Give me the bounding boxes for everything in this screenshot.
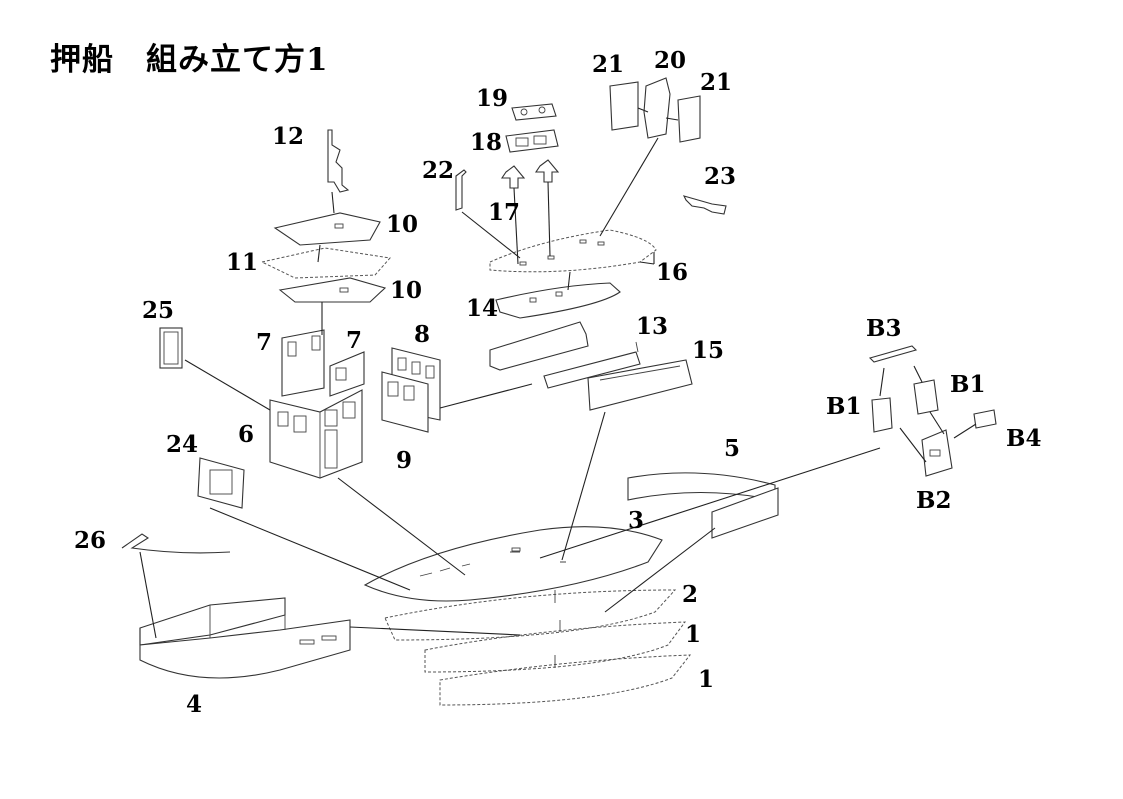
part-3-main-deck bbox=[363, 526, 663, 603]
label-7-right: 7 bbox=[346, 327, 362, 354]
label-1-upper: 1 bbox=[685, 621, 701, 648]
part-26-rail bbox=[121, 533, 231, 554]
part-17 bbox=[500, 159, 560, 189]
part-2 bbox=[384, 589, 677, 668]
part-20 bbox=[643, 77, 671, 139]
part-1-lower bbox=[439, 654, 692, 706]
part-12-mast bbox=[327, 129, 350, 193]
part-13 bbox=[543, 341, 641, 389]
label-20: 20 bbox=[654, 47, 686, 74]
label-3: 3 bbox=[628, 507, 644, 534]
label-9: 9 bbox=[396, 447, 412, 474]
label-b4: B4 bbox=[1006, 425, 1041, 452]
part-22 bbox=[455, 169, 467, 211]
label-1-lower: 1 bbox=[698, 666, 714, 693]
label-17: 17 bbox=[488, 199, 520, 226]
label-14: 14 bbox=[466, 295, 498, 322]
label-21-right: 21 bbox=[700, 69, 732, 96]
label-11: 11 bbox=[226, 249, 258, 276]
label-21-left: 21 bbox=[592, 51, 624, 78]
part-21-left bbox=[609, 81, 639, 131]
label-b1-left: B1 bbox=[826, 393, 861, 420]
label-b1-right: B1 bbox=[950, 371, 985, 398]
label-8: 8 bbox=[414, 321, 430, 348]
label-5: 5 bbox=[724, 435, 740, 462]
part-23 bbox=[682, 195, 727, 215]
label-25: 25 bbox=[142, 297, 174, 324]
label-12: 12 bbox=[272, 123, 304, 150]
label-6: 6 bbox=[238, 421, 254, 448]
part-7-left bbox=[281, 329, 325, 397]
part-14 bbox=[495, 282, 621, 319]
part-10-upper bbox=[273, 212, 381, 246]
part-14-side bbox=[489, 321, 589, 371]
part-24 bbox=[197, 457, 245, 509]
label-4: 4 bbox=[186, 691, 202, 718]
part-6-deckhouse bbox=[269, 389, 363, 479]
page-title: 押船 組み立て方1 bbox=[50, 42, 329, 78]
part-21-right bbox=[677, 95, 701, 143]
part-5-stern-side bbox=[627, 472, 779, 539]
label-23: 23 bbox=[704, 163, 736, 190]
label-22: 22 bbox=[422, 157, 454, 184]
label-16: 16 bbox=[656, 259, 688, 286]
label-26: 26 bbox=[74, 527, 106, 554]
label-18: 18 bbox=[470, 129, 502, 156]
label-7-left: 7 bbox=[256, 329, 272, 356]
label-19: 19 bbox=[476, 85, 508, 112]
label-b3: B3 bbox=[866, 315, 901, 342]
label-10-upper: 10 bbox=[386, 211, 418, 238]
part-b2 bbox=[921, 429, 953, 477]
label-13: 13 bbox=[636, 313, 668, 340]
part-b1-left bbox=[871, 397, 893, 433]
part-b1-right bbox=[913, 379, 939, 415]
label-24: 24 bbox=[166, 431, 198, 458]
part-25 bbox=[159, 327, 183, 369]
leader-lines bbox=[139, 107, 977, 639]
part-11 bbox=[260, 247, 391, 279]
part-1-upper bbox=[424, 621, 687, 673]
part-4-bow bbox=[139, 597, 351, 679]
label-2: 2 bbox=[682, 581, 698, 608]
label-15: 15 bbox=[692, 337, 724, 364]
part-19 bbox=[511, 103, 557, 121]
part-7-right bbox=[329, 351, 365, 397]
label-b2: B2 bbox=[916, 487, 951, 514]
part-b4 bbox=[973, 409, 997, 429]
part-b3 bbox=[868, 345, 918, 363]
part-16 bbox=[489, 229, 657, 273]
part-18 bbox=[505, 129, 559, 153]
part-15 bbox=[587, 359, 693, 411]
label-10-lower: 10 bbox=[390, 277, 422, 304]
part-10-lower bbox=[278, 277, 387, 303]
part-9 bbox=[381, 371, 429, 433]
